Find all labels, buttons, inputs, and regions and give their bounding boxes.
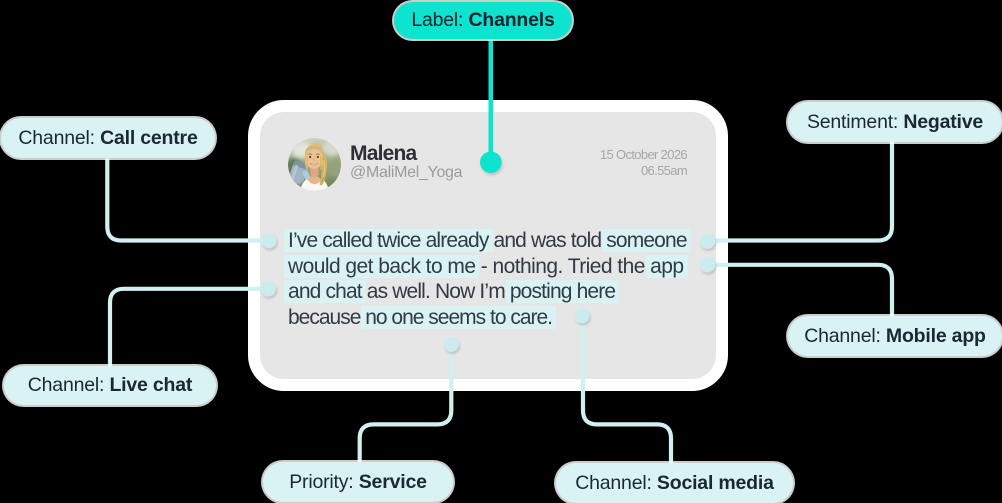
pill-channel-call-centre[interactable]: Channel: Call centre xyxy=(1,118,215,158)
pill-value: Negative xyxy=(903,110,984,133)
pill-value: Service xyxy=(358,470,427,493)
pill-prefix: Channel: xyxy=(27,374,110,396)
pill-value: Mobile app xyxy=(885,324,986,347)
post-body-line: and chat as well. Now I’m posting here xyxy=(288,279,718,305)
pill-priority-service[interactable]: Priority: Service xyxy=(263,462,453,502)
connector-live-chat xyxy=(107,286,268,366)
pill-channel-social-media[interactable]: Channel: Social media xyxy=(556,463,793,503)
plain-phrase: because xyxy=(288,305,366,329)
avatar xyxy=(288,138,341,191)
plain-phrase: and was told xyxy=(488,229,607,252)
highlighted-phrase: would get back to me xyxy=(288,254,476,278)
pill-prefix: Sentiment: xyxy=(806,110,904,133)
pill-prefix: Channel: xyxy=(804,324,886,347)
plain-phrase: - nothing. Tried the xyxy=(475,254,651,278)
post-date: 15 October 2026 xyxy=(599,147,688,162)
post-time: 06.55am xyxy=(640,162,688,178)
connector-sentiment xyxy=(707,142,895,243)
post-body-text: I’ve called twice already and was told s… xyxy=(288,228,718,330)
pill-channel-mobile-app[interactable]: Channel: Mobile app xyxy=(788,316,1002,356)
connector-mobile-app xyxy=(707,262,895,316)
pill-prefix: Channel: xyxy=(575,471,657,494)
connector-call-centre xyxy=(105,158,268,243)
pill-prefix: Priority: xyxy=(289,470,359,493)
post-body-line: would get back to me - nothing. Tried th… xyxy=(288,254,718,280)
highlighted-phrase: and chat xyxy=(288,280,363,303)
pill-value: Live chat xyxy=(109,374,193,396)
post-timestamp: 15 October 2026 06.55am xyxy=(487,147,688,179)
post-body-line: I’ve called twice already and was told s… xyxy=(288,228,718,254)
highlighted-phrase: I’ve called twice already xyxy=(288,229,489,252)
pill-channel-live-chat[interactable]: Channel: Live chat xyxy=(4,366,216,405)
pill-value: Channels xyxy=(468,9,555,31)
pill-label-channels[interactable]: Label: Channels xyxy=(394,2,572,39)
pill-prefix: Label: xyxy=(411,9,469,31)
highlighted-phrase: posting here xyxy=(509,280,616,303)
avatar-illustration xyxy=(288,138,341,191)
author-handle: @MaliMel_Yoga xyxy=(350,164,463,181)
plain-phrase: as well. Now I’m xyxy=(361,280,510,303)
pill-prefix: Channel: xyxy=(18,126,101,149)
pill-sentiment-negative[interactable]: Sentiment: Negative xyxy=(788,102,1002,142)
author-name: Malena xyxy=(350,142,417,165)
pill-value: Social media xyxy=(656,471,774,494)
pill-value: Call centre xyxy=(100,126,198,149)
post-body-line: because no one seems to care. xyxy=(288,305,718,331)
highlighted-phrase: someone xyxy=(606,229,688,252)
highlighted-phrase: no one seems to care. xyxy=(365,305,553,329)
highlighted-phrase: app xyxy=(650,254,684,278)
